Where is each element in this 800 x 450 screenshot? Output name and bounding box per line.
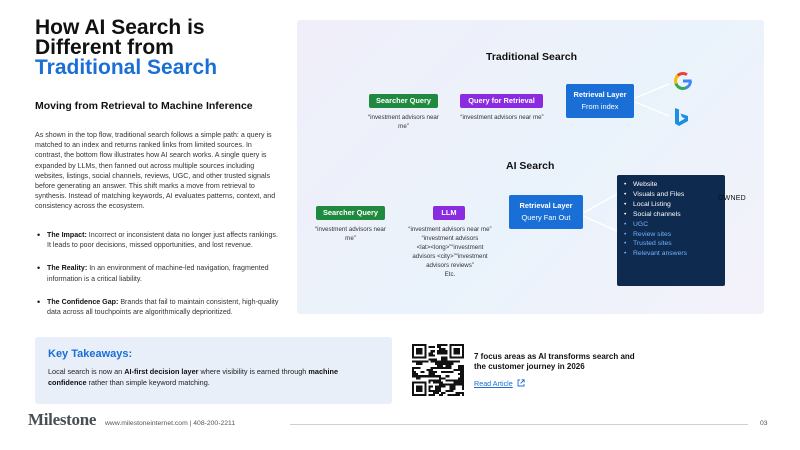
source-trusted-sites: Trusted sites bbox=[623, 239, 725, 249]
bullet-label: The Confidence Gap: bbox=[47, 297, 119, 306]
source-website: Website bbox=[623, 180, 725, 190]
trad-query-for-retrieval: Query for Retrieval bbox=[460, 94, 543, 108]
sources-list: Website Visuals and Files Local Listing … bbox=[623, 180, 725, 259]
bullet-label: The Reality: bbox=[47, 264, 88, 273]
takeaways-text-3: rather than simple keyword matching. bbox=[86, 378, 210, 387]
bullet-text: Incorrect or inconsistent data no longer… bbox=[47, 231, 278, 250]
footer-contact: www.milestoneinternet.com | 408-200-2211 bbox=[105, 420, 236, 427]
milestone-logo: Milestone bbox=[28, 410, 97, 429]
bing-icon bbox=[675, 108, 688, 126]
llm-query-2: “investment advisors bbox=[421, 235, 479, 242]
connector-to-google bbox=[634, 83, 670, 99]
page-number: 03 bbox=[760, 420, 768, 427]
source-visuals-files: Visuals and Files bbox=[623, 190, 725, 200]
takeaways-text: Local search is now an AI-first decision… bbox=[48, 366, 368, 388]
google-icon bbox=[674, 72, 692, 90]
takeaways-text-2: where visibility is earned through bbox=[198, 367, 309, 376]
title-line-1: How AI Search is bbox=[35, 16, 205, 39]
ai-search-label: AI Search bbox=[506, 160, 555, 172]
trad-retrieval-sub: From index bbox=[581, 102, 619, 111]
ai-searcher-query: Searcher Query bbox=[316, 206, 385, 220]
llm-query-4: advisors <city>”“investment bbox=[412, 253, 488, 260]
ai-retrieval-sub: Query Fan Out bbox=[521, 213, 571, 222]
qr-code-icon[interactable] bbox=[412, 344, 464, 396]
llm-query-3: <lat><long>”“investment bbox=[416, 244, 484, 251]
promo-title: 7 focus areas as AI transforms search an… bbox=[474, 352, 635, 371]
bullet-text: Brands that fail to maintain consistent,… bbox=[47, 297, 279, 317]
connector-to-bing bbox=[634, 101, 670, 117]
llm-query-1: “investment advisors near me” bbox=[408, 226, 492, 233]
takeaways-text-1: Local search is now an bbox=[48, 367, 125, 376]
bullet-confidence-gap: The Confidence Gap: Brands that fail to … bbox=[35, 297, 280, 317]
search-comparison-diagram: Traditional Search Searcher Query “inves… bbox=[297, 20, 764, 314]
source-social-channels: Social channels bbox=[623, 210, 725, 220]
trad-retrieval-title: Retrieval Layer bbox=[573, 90, 627, 99]
page-title: How AI Search is Different from Traditio… bbox=[35, 16, 295, 79]
footer-divider bbox=[290, 424, 748, 425]
read-article-link[interactable]: Read Article bbox=[474, 379, 525, 388]
intro-paragraph: As shown in the top flow, traditional se… bbox=[35, 131, 276, 211]
bullet-label: The Impact: bbox=[47, 231, 87, 239]
connector-fan-up bbox=[582, 193, 618, 214]
traditional-search-label: Traditional Search bbox=[486, 51, 578, 63]
trad-searcher-query: Searcher Query bbox=[369, 94, 438, 108]
takeaways-bold-2: machine confidence bbox=[48, 367, 339, 387]
section-subtitle: Moving from Retrieval to Machine Inferen… bbox=[35, 100, 253, 112]
takeaways-heading: Key Takeaways: bbox=[48, 348, 133, 360]
trad-retrieval-layer: Retrieval Layer From index bbox=[566, 84, 634, 118]
source-ugc: UGC bbox=[623, 220, 725, 230]
bullet-text: In an environment of machine-led navigat… bbox=[47, 264, 269, 283]
title-line-2: Different from bbox=[35, 36, 174, 59]
ai-llm-queries: “investment advisors near me” “investmen… bbox=[397, 225, 503, 279]
ai-retrieval-layer: Retrieval Layer Query Fan Out bbox=[509, 195, 583, 229]
external-link-icon bbox=[517, 379, 525, 387]
llm-query-5: advisors reviews” bbox=[426, 262, 474, 269]
trad-query-for-retrieval-text: “investment advisors near me” bbox=[460, 114, 544, 121]
bullet-impact: The Impact: Incorrect or inconsistent da… bbox=[35, 230, 280, 250]
ai-searcher-query-text: “investment advisors near me” bbox=[315, 226, 386, 242]
bullet-list: The Impact: Incorrect or inconsistent da… bbox=[35, 230, 280, 330]
source-local-listing: Local Listing bbox=[623, 200, 725, 210]
key-takeaways-box: Key Takeaways: Local search is now an AI… bbox=[35, 337, 392, 404]
trad-searcher-query-text: “investment advisors near me” bbox=[368, 114, 439, 130]
takeaways-bold-1: AI-first decision layer bbox=[124, 367, 199, 376]
owned-label: OWNED bbox=[718, 195, 746, 202]
connector-fan-down bbox=[582, 215, 618, 232]
title-highlight: Traditional Search bbox=[35, 56, 218, 79]
bullet-reality: The Reality: In an environment of machin… bbox=[35, 263, 280, 283]
ai-retrieval-title: Retrieval Layer bbox=[519, 201, 573, 210]
llm-query-6: Etc. bbox=[444, 271, 456, 278]
source-review-sites: Review sites bbox=[623, 230, 725, 240]
sources-box: Website Visuals and Files Local Listing … bbox=[617, 175, 725, 286]
ai-llm: LLM bbox=[433, 206, 465, 220]
read-article-label: Read Article bbox=[474, 379, 513, 388]
source-relevant-answers: Relevant answers bbox=[623, 249, 725, 259]
